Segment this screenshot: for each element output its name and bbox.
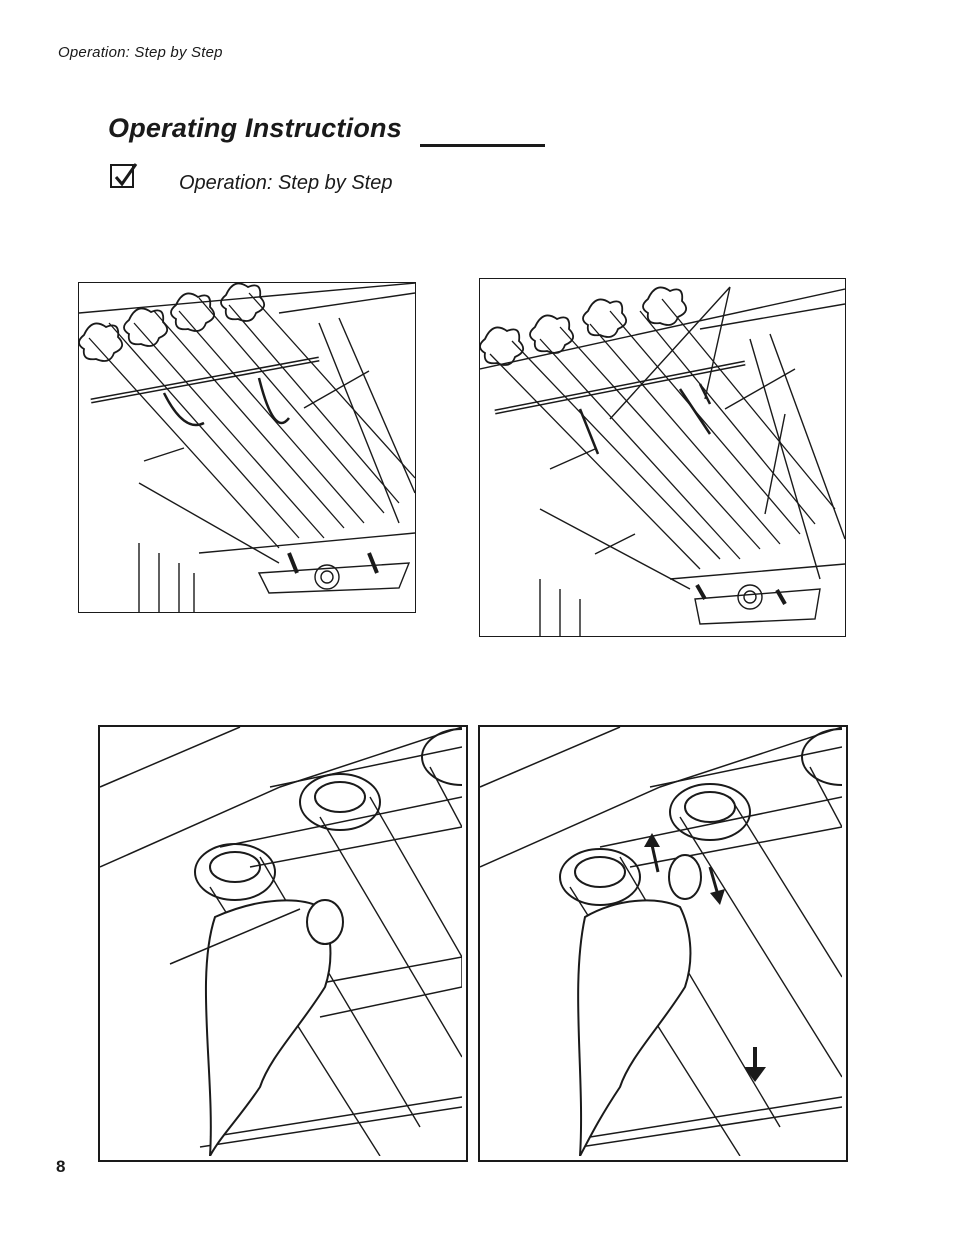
arrow-icon [710,889,725,905]
illustration-tubes-raising [479,278,846,637]
illustration-tubes-lowering [78,282,416,613]
illustration-hand-pin-press [98,725,468,1162]
section-subtitle: Operation: Step by Step [179,172,393,194]
section-title-text: Operating Instructions [108,113,402,143]
checked-box-icon [110,163,138,188]
illustration-hand-pin-release [478,725,848,1162]
arrow-icon [744,1067,766,1082]
section-title: Operating Instructions [108,113,545,147]
page-number: 8 [56,1157,66,1176]
arrow-icon [644,833,660,847]
title-rule [420,144,545,147]
running-head: Operation: Step by Step [58,44,223,61]
